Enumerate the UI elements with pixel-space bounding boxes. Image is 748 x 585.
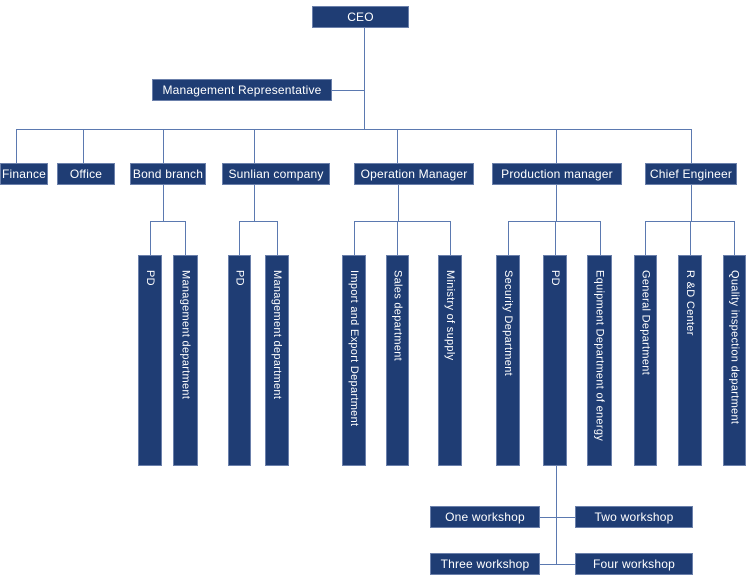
node-rd-center: R &D Center <box>678 255 702 466</box>
node-label: PD <box>144 270 156 286</box>
node-ministry-of-supply: Ministry of supply <box>438 255 462 466</box>
node-security-department: Security Department <box>496 255 520 466</box>
connector-child-drop <box>354 221 355 255</box>
connector-child-drop <box>185 221 186 255</box>
node-label: PD <box>233 270 246 286</box>
node-sunlian-management-department: Management department <box>265 255 289 466</box>
connector-production-elbow <box>508 221 601 222</box>
node-production-pd: PD <box>543 255 567 466</box>
node-label: Import and Export Department <box>348 270 360 427</box>
connector-child-drop <box>277 221 278 255</box>
node-production-manager: Production manager <box>492 163 622 185</box>
connector-bond-elbow <box>150 221 186 222</box>
node-label: Sales department <box>391 270 404 362</box>
node-finance: Finance <box>0 163 48 185</box>
connector-ceo-drop <box>364 28 365 129</box>
node-ceo: CEO <box>312 6 409 28</box>
connector-child-drop <box>734 221 735 255</box>
connector-drop-finance <box>16 129 17 163</box>
connector-child-drop <box>555 221 556 255</box>
connector-drop-operation <box>397 129 398 163</box>
connector-child-drop <box>397 221 398 255</box>
connector-child-drop <box>645 221 646 255</box>
node-label: Quality inspection department <box>728 270 741 425</box>
connector-sunlian-elbow <box>239 221 278 222</box>
node-chief-engineer: Chief Engineer <box>645 163 737 185</box>
connector-drop-chief <box>691 129 692 163</box>
node-label: Equipment Department of energy <box>593 270 606 442</box>
node-label: Management department <box>271 270 283 400</box>
connector-drop-production <box>556 129 557 163</box>
node-general-department: General Department <box>634 255 657 466</box>
node-bond-pd: PD <box>138 255 162 466</box>
connector-child-drop <box>239 221 240 255</box>
connector-chief-stem <box>691 185 692 221</box>
connector-mgmt-rep-link <box>332 90 364 91</box>
connector-drop-sunlian <box>254 129 255 163</box>
connector-child-drop <box>508 221 509 255</box>
connector-operation-stem <box>398 185 399 221</box>
node-three-workshop: Three workshop <box>430 553 540 575</box>
node-label: Security Department <box>502 270 514 376</box>
node-bond-management-department: Management department <box>173 255 198 466</box>
connector-child-drop <box>600 221 601 255</box>
node-label: Management department <box>179 270 192 400</box>
node-one-workshop: One workshop <box>430 506 540 528</box>
node-office: Office <box>57 163 115 185</box>
connector-operation-elbow <box>354 221 451 222</box>
node-sunlian-pd: PD <box>228 255 251 466</box>
node-label: General Department <box>639 270 652 376</box>
connector-workshops-row2 <box>540 564 575 565</box>
node-sales-department: Sales department <box>386 255 409 466</box>
connector-production-stem <box>556 185 557 221</box>
connector-child-drop <box>150 221 151 255</box>
node-quality-inspection-department: Quality inspection department <box>723 255 746 466</box>
node-sunlian-company: Sunlian company <box>222 163 330 185</box>
node-two-workshop: Two workshop <box>575 506 693 528</box>
node-management-representative: Management Representative <box>152 79 332 101</box>
connector-child-drop <box>690 221 691 255</box>
node-bond-branch: Bond branch <box>130 163 206 185</box>
node-import-export-department: Import and Export Department <box>342 255 366 466</box>
connector-pd-workshops-spine <box>556 466 557 565</box>
connector-child-drop <box>450 221 451 255</box>
node-label: Ministry of supply <box>444 270 456 361</box>
connector-sunlian-stem <box>254 185 255 221</box>
connector-drop-bond-branch <box>163 129 164 163</box>
connector-drop-office <box>83 129 84 163</box>
node-four-workshop: Four workshop <box>575 553 693 575</box>
node-label: PD <box>549 270 561 286</box>
connector-bond-stem <box>163 185 164 221</box>
connector-main-rail <box>16 129 692 130</box>
node-operation-manager: Operation Manager <box>354 163 474 185</box>
node-equipment-department-of-energy: Equipment Department of energy <box>587 255 612 466</box>
connector-workshops-row1 <box>540 517 575 518</box>
node-label: R &D Center <box>684 270 696 336</box>
